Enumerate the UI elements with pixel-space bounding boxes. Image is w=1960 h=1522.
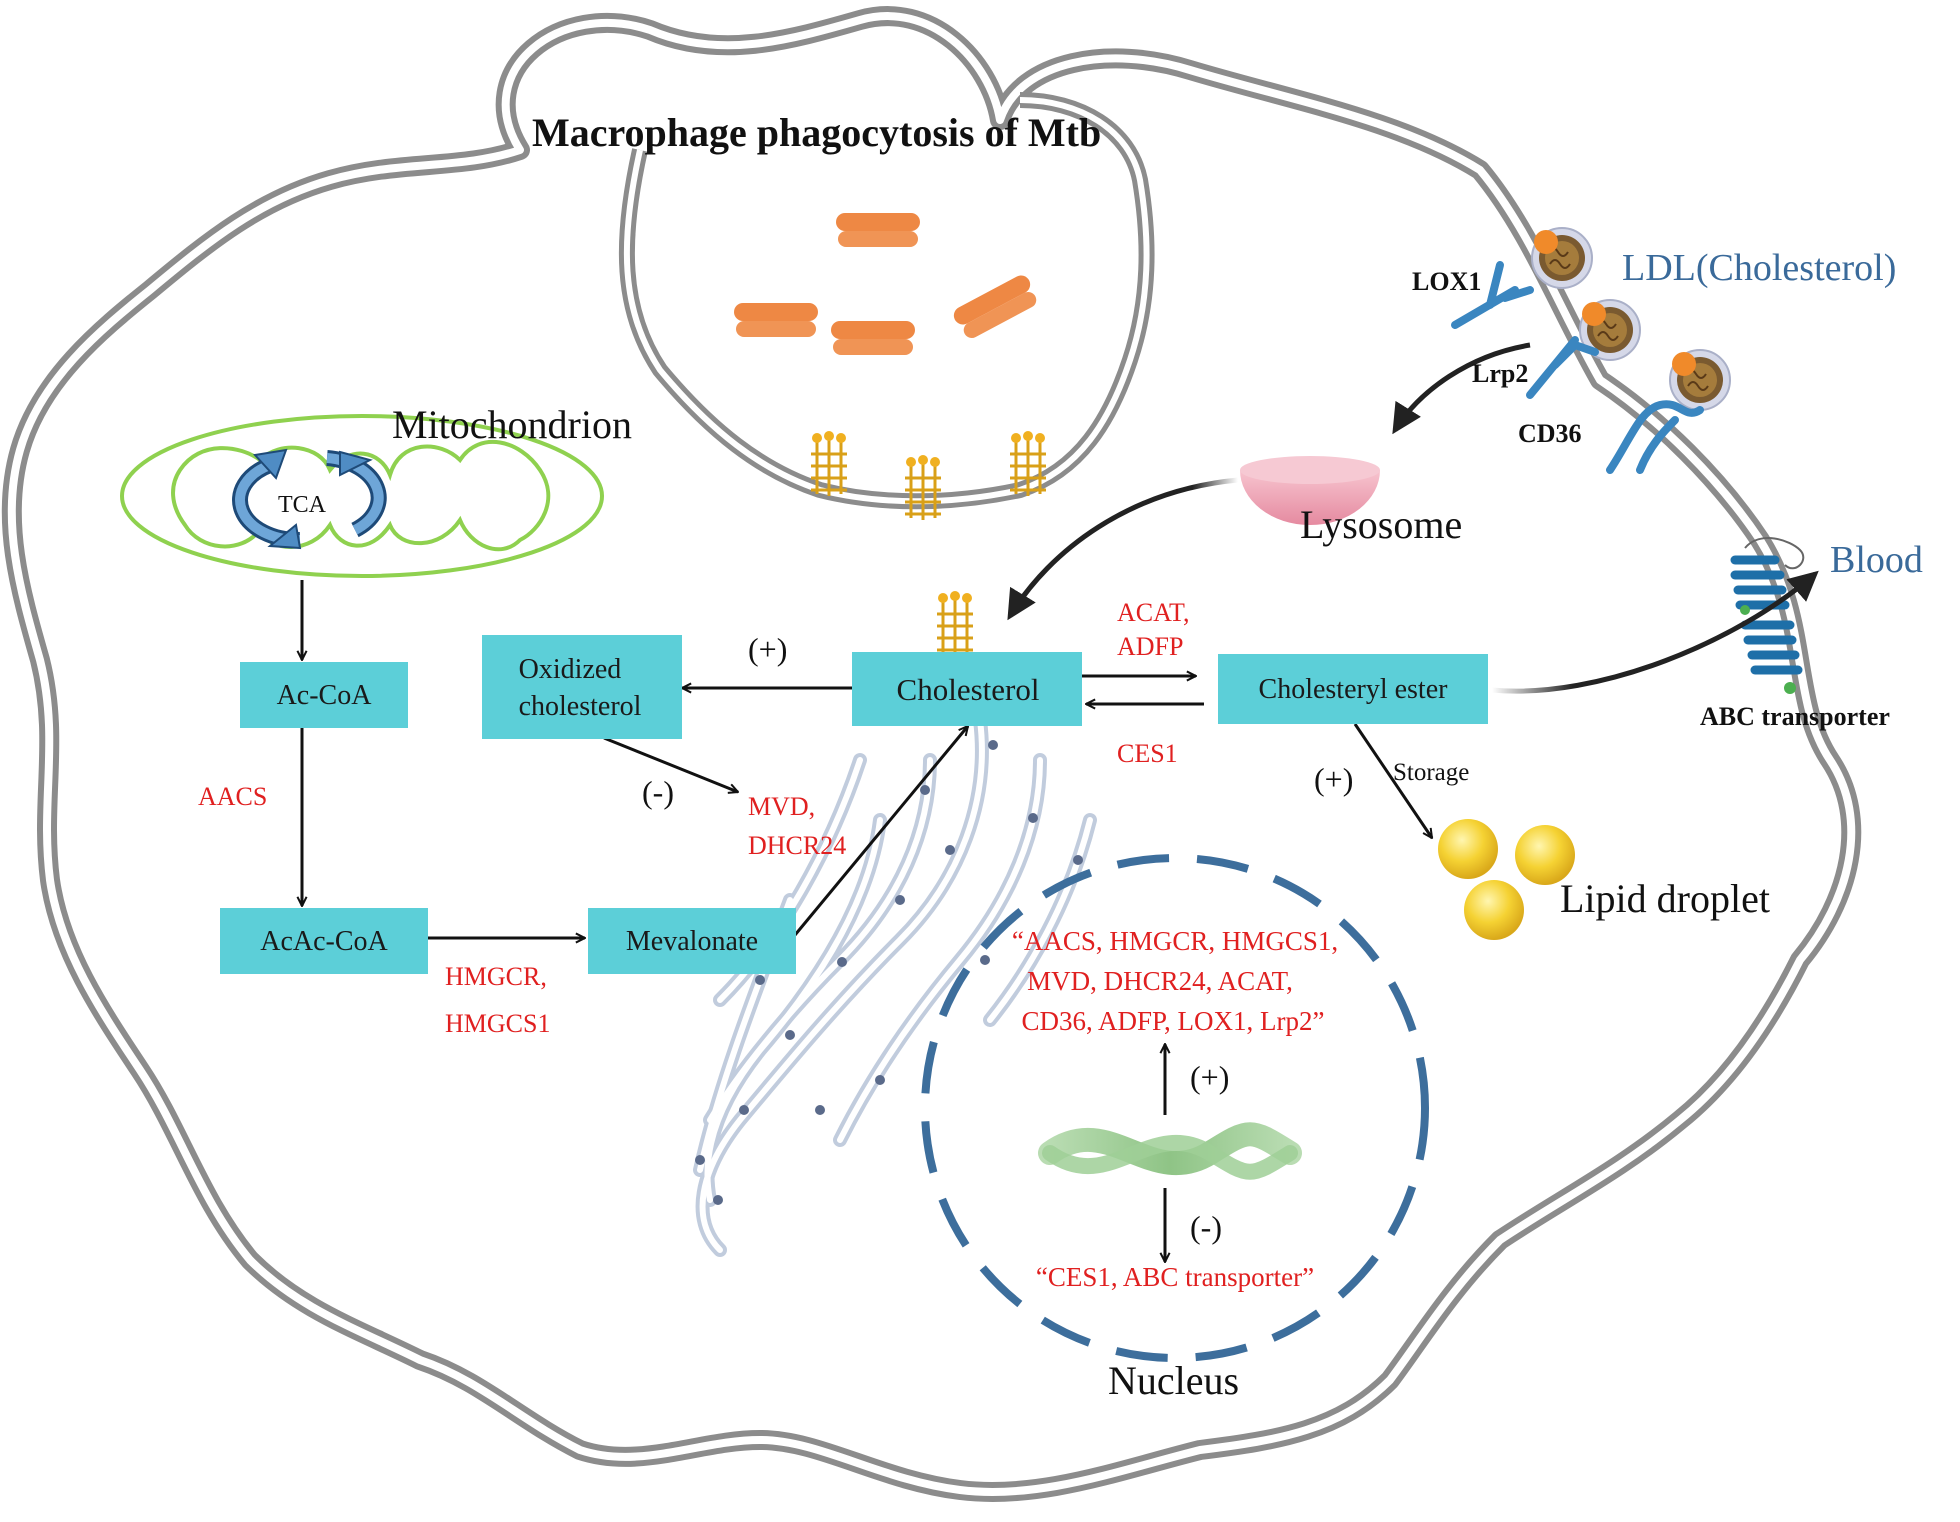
- box-cholesterol-label: Cholesterol: [897, 672, 1040, 707]
- box-oxidized-cholesterol: Oxidized cholesterol: [482, 635, 682, 739]
- arrow-ester-to-blood: [1491, 570, 1819, 694]
- nucleus: [921, 854, 1429, 1362]
- tca-arrow-icon: [339, 450, 373, 477]
- lysosome: [1240, 456, 1380, 525]
- lipid-droplets: [1438, 819, 1575, 940]
- abc-transporter-label: ABC transporter: [1700, 702, 1890, 731]
- lox1-receptor-icon: [1451, 261, 1534, 329]
- box-acaccoa: AcAc-CoA: [220, 908, 428, 974]
- mtb-bacterium: [831, 321, 915, 355]
- phagosome: [618, 92, 1155, 510]
- lipid-raft-icon: [1008, 429, 1048, 498]
- tca-label: TCA: [278, 492, 327, 518]
- mtb-bacterium: [950, 272, 1041, 342]
- tca-arrow-icon: [253, 448, 288, 480]
- lipid-droplet-icon: [1464, 880, 1524, 940]
- enzyme-aacs: AACS: [198, 782, 267, 811]
- mitochondrion: [120, 414, 604, 578]
- mtb-bacterium: [836, 213, 920, 247]
- box-accoa-label: Ac-CoA: [277, 680, 373, 711]
- lrp2-label: Lrp2: [1472, 359, 1528, 388]
- storage-label: Storage: [1393, 759, 1469, 786]
- ribosomes: [695, 740, 1083, 1205]
- blood-label: Blood: [1830, 539, 1923, 581]
- upregulated-genes-line-2: MVD, DHCR24, ACAT,: [1027, 966, 1293, 996]
- box-mevalonate: Mevalonate: [588, 908, 796, 974]
- enzyme-hmgcs1: HMGCS1: [445, 1009, 550, 1038]
- arrow-lysosome-to-cholesterol: [1007, 477, 1239, 621]
- mtb-bacterium: [734, 303, 818, 337]
- enzyme-ces1: CES1: [1117, 739, 1178, 768]
- upregulated-genes-line-1: “AACS, HMGCR, HMGCS1,: [1012, 926, 1338, 956]
- lipid-droplet-label: Lipid droplet: [1560, 876, 1770, 921]
- arrow-ldl-to-lysosome: [1392, 342, 1531, 435]
- oxidation-sign: (+): [748, 631, 787, 667]
- cd36-label: CD36: [1518, 419, 1582, 448]
- metabolite-boxes: Ac-CoA AcAc-CoA Mevalonate Oxidized chol…: [220, 635, 1488, 974]
- arrow-ester-to-lipid-droplet: [1353, 723, 1432, 838]
- tca-arrow-icon: [267, 523, 302, 550]
- upregulation-sign: (+): [1190, 1059, 1229, 1095]
- upregulated-genes-line-3: CD36, ADFP, LOX1, Lrp2”: [1021, 1006, 1324, 1036]
- box-accoa: Ac-CoA: [240, 662, 408, 728]
- lipid-raft-icon: [903, 453, 943, 522]
- lipid-rafts: [809, 429, 1048, 658]
- arrow-oxidized-to-mvd: [603, 736, 738, 792]
- receptors: [1451, 261, 1704, 474]
- page-title: Macrophage phagocytosis of Mtb: [532, 110, 1101, 155]
- mtb-bacteria: [734, 213, 1041, 355]
- lox1-label: LOX1: [1412, 267, 1481, 296]
- enzyme-hmgcr: HMGCR,: [445, 962, 547, 991]
- nucleus-label: Nucleus: [1108, 1358, 1239, 1403]
- enzyme-mvd: MVD,: [748, 792, 815, 821]
- enzyme-acat: ACAT,: [1117, 598, 1189, 627]
- box-oxidized-label-1: Oxidized: [519, 654, 622, 685]
- lysosome-label: Lysosome: [1300, 502, 1462, 547]
- transport-arrows: [1007, 342, 1819, 694]
- dna-icon: [1038, 1122, 1302, 1180]
- pathway-arrows: [302, 580, 1432, 1262]
- mitochondrion-label: Mitochondrion: [392, 402, 632, 447]
- cell-membrane: [1, 6, 1862, 1502]
- storage-sign: (+): [1314, 761, 1353, 797]
- lipid-droplet-icon: [1515, 825, 1575, 885]
- downregulation-sign: (-): [1190, 1209, 1222, 1245]
- cd36-receptor-icon: [1606, 400, 1704, 474]
- ldl-particle-icon: [1531, 227, 1593, 289]
- enzyme-dhcr24: DHCR24: [748, 831, 846, 860]
- ldl-label: LDL(Cholesterol): [1622, 247, 1896, 289]
- box-cholesterol: Cholesterol: [852, 652, 1082, 726]
- endoplasmic-reticulum-inner: [697, 717, 1093, 1253]
- ldl-particle-icon: [1669, 349, 1731, 411]
- lipid-raft-icon: [935, 589, 975, 658]
- lipid-raft-icon: [809, 429, 849, 498]
- downregulated-genes: “CES1, ABC transporter”: [1036, 1262, 1314, 1292]
- feedback-sign: (-): [642, 774, 674, 810]
- arrow-mevalonate-to-cholesterol: [793, 726, 968, 936]
- lipid-droplet-icon: [1438, 819, 1498, 879]
- box-cholesteryl-ester: Cholesteryl ester: [1218, 654, 1488, 724]
- enzyme-adfp: ADFP: [1117, 632, 1183, 661]
- box-oxidized-label-2: cholesterol: [519, 691, 642, 722]
- abc-transporter-icon: [1730, 537, 1805, 694]
- box-cholesteryl-ester-label: Cholesteryl ester: [1259, 674, 1449, 705]
- box-acaccoa-label: AcAc-CoA: [260, 926, 388, 957]
- box-mevalonate-label: Mevalonate: [626, 926, 758, 957]
- lrp2-receptor-icon: [1526, 336, 1599, 399]
